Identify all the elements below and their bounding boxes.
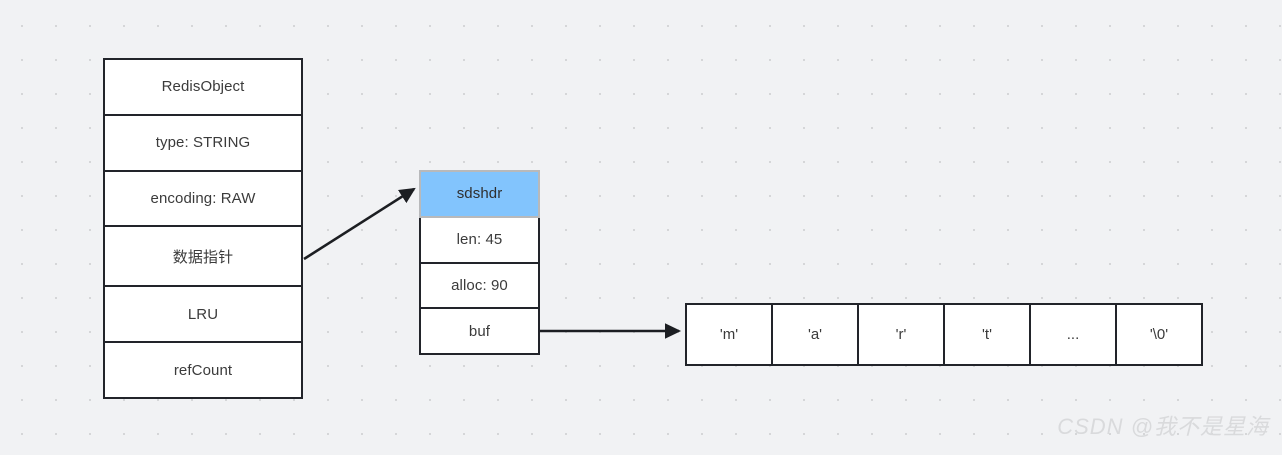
redis-object-row-type: type: STRING (105, 115, 301, 172)
buffer-cell-3: 't' (945, 305, 1031, 364)
sds-header-node[interactable]: sdshdr len: 45 alloc: 90 buf (419, 170, 540, 355)
redis-object-row-refcount: refCount (105, 343, 301, 397)
buffer-cell-4: ... (1031, 305, 1117, 364)
buffer-cell-0: 'm' (687, 305, 773, 364)
redis-object-node[interactable]: RedisObject type: STRING encoding: RAW 数… (103, 58, 303, 399)
buffer-cell-5: '\0' (1149, 326, 1169, 343)
csdn-watermark: CSDN @我不是星海 (1057, 414, 1269, 439)
buffer-array-node[interactable]: 'm' 'a' 'r' 't' ... '\0' (685, 303, 1203, 366)
redis-object-row-lru: LRU (105, 287, 301, 344)
redis-object-row-data-pointer: 数据指针 (105, 227, 301, 288)
redis-object-row-encoding: encoding: RAW (105, 171, 301, 228)
redis-object-row-title: RedisObject (105, 60, 301, 116)
sds-row-len: len: 45 (419, 217, 540, 264)
buffer-cell-1: 'a' (773, 305, 859, 364)
arrow-data-pointer-to-sdshdr (303, 187, 416, 261)
sds-row-alloc: alloc: 90 (419, 263, 540, 310)
sds-row-buf: buf (419, 309, 540, 355)
buffer-cell-2: 'r' (859, 305, 945, 364)
sds-row-sdshdr: sdshdr (419, 170, 540, 218)
